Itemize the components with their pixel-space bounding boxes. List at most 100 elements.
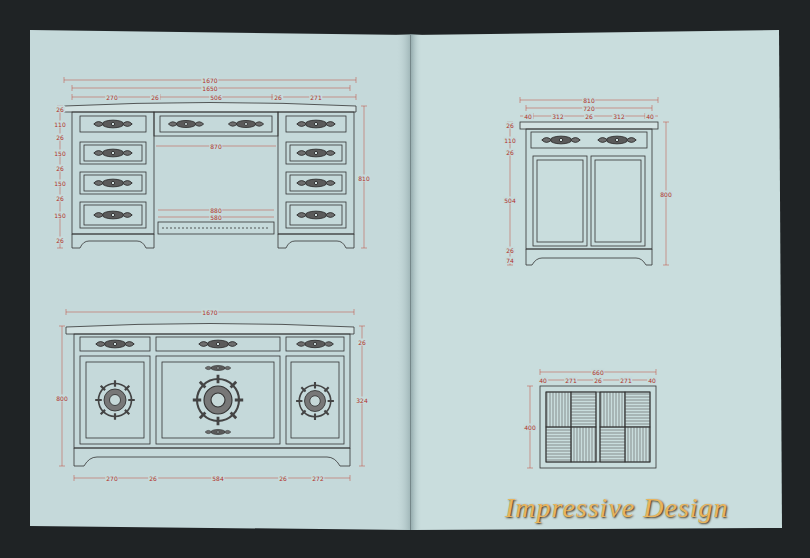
- desk-elevation: [84, 175, 142, 191]
- dimension-label: 400: [523, 424, 536, 431]
- desk-elevation: [154, 112, 278, 136]
- dimension-label: 26: [357, 339, 367, 346]
- cabinet-elevation: [533, 156, 587, 246]
- dimension-label: 26: [55, 237, 65, 244]
- desk-elevation: [168, 120, 203, 127]
- dimension-label: 150: [53, 150, 66, 157]
- parquet-plan: [540, 386, 656, 468]
- dimension-label: 26: [505, 149, 515, 156]
- dimension-lines: [520, 97, 658, 103]
- cabinet-elevation: [598, 136, 636, 144]
- desk-elevation: [297, 120, 335, 128]
- sideboard-elevation: [156, 356, 280, 444]
- book-pages: [396, 34, 422, 530]
- dimension-label: 26: [593, 377, 603, 384]
- parquet-plan: [546, 392, 571, 427]
- dimension-label: 26: [55, 195, 65, 202]
- dimension-lines: [507, 97, 669, 265]
- dimension-label: 312: [551, 113, 564, 120]
- parquet-plan: [625, 392, 650, 427]
- watermark: Impressive Design: [505, 492, 729, 524]
- dimension-lines: [72, 94, 356, 100]
- desk-elevation: [286, 202, 346, 228]
- desk-elevation: [80, 202, 146, 228]
- dimension-label: 271: [564, 377, 577, 384]
- dimension-label: 870: [209, 143, 222, 150]
- sideboard-elevation: [205, 429, 231, 434]
- dimension-label: 40: [523, 113, 533, 120]
- dimension-label: 26: [584, 113, 594, 120]
- dimension-label: 26: [55, 134, 65, 141]
- dimension-lines: [72, 85, 350, 91]
- book-pages: [30, 30, 782, 530]
- dimension-label: 26: [505, 247, 515, 254]
- desk-elevation: [72, 234, 154, 248]
- dimension-label: 800: [55, 395, 68, 402]
- desk-elevation: [286, 142, 346, 164]
- dimension-label: 584: [211, 475, 224, 482]
- dimension-label: 110: [53, 121, 66, 128]
- parquet-plan: [600, 392, 625, 427]
- dimension-label: 271: [619, 377, 632, 384]
- dimension-label: 1670: [201, 77, 218, 84]
- dimension-label: 270: [105, 94, 118, 101]
- sideboard-elevation: [66, 324, 354, 467]
- desk-elevation: [94, 211, 132, 219]
- cabinet-elevation: [520, 122, 658, 129]
- desk-elevation: [80, 116, 146, 132]
- sideboard-elevation: [95, 380, 135, 420]
- sideboard-elevation: [156, 337, 280, 351]
- dimension-lines: [66, 309, 354, 315]
- desk-elevation: [80, 142, 146, 164]
- dimension-label: 270: [105, 475, 118, 482]
- desk-elevation: [278, 234, 354, 248]
- dimension-label: 1650: [201, 85, 218, 92]
- dimension-label: 810: [357, 175, 370, 182]
- desk-elevation: [278, 112, 354, 234]
- desk-elevation: [80, 172, 146, 194]
- desk-elevation: [290, 145, 342, 161]
- dimension-label: 312: [612, 113, 625, 120]
- dimension-label: 580: [209, 214, 222, 221]
- dimension-label: 26: [273, 94, 283, 101]
- dimension-label: 324: [355, 397, 368, 404]
- sideboard-elevation: [286, 337, 344, 351]
- desk-elevation: [64, 103, 356, 113]
- parquet-plan: [596, 392, 600, 462]
- parquet-plan: [540, 386, 656, 468]
- book-pages: [30, 30, 410, 530]
- desk-elevation: [72, 112, 154, 234]
- parquet-plan: [600, 427, 625, 462]
- dimension-label: 271: [309, 94, 322, 101]
- sideboard-elevation: [193, 375, 243, 425]
- desk-elevation: [290, 175, 342, 191]
- cabinet-elevation: [537, 160, 583, 242]
- cabinet-elevation: [526, 249, 652, 265]
- dimension-lines: [64, 77, 356, 83]
- sideboard-elevation: [205, 365, 231, 370]
- sideboard-elevation: [296, 382, 334, 420]
- desk-elevation: [94, 149, 132, 157]
- dimension-label: 720: [582, 105, 595, 112]
- sideboard-elevation: [80, 337, 150, 351]
- dimension-label: 880: [209, 207, 222, 214]
- desk-elevation: [84, 205, 142, 225]
- sideboard-elevation: [96, 340, 134, 348]
- cabinet-elevation: [591, 156, 645, 246]
- dimension-lines: [57, 77, 367, 248]
- dimension-label: 26: [150, 94, 160, 101]
- desk-elevation: [228, 120, 263, 127]
- desk-elevation: [290, 205, 342, 225]
- cabinet-elevation: [595, 160, 641, 242]
- dimension-label: 26: [55, 106, 65, 113]
- sideboard-elevation: [74, 334, 350, 448]
- dimension-label: 150: [53, 180, 66, 187]
- dimension-label: 810: [582, 97, 595, 104]
- dimension-lines: [59, 309, 365, 481]
- sideboard-elevation: [199, 340, 237, 348]
- desk-elevation: [297, 211, 335, 219]
- dimension-label: 660: [591, 369, 604, 376]
- sideboard-elevation: [74, 448, 350, 466]
